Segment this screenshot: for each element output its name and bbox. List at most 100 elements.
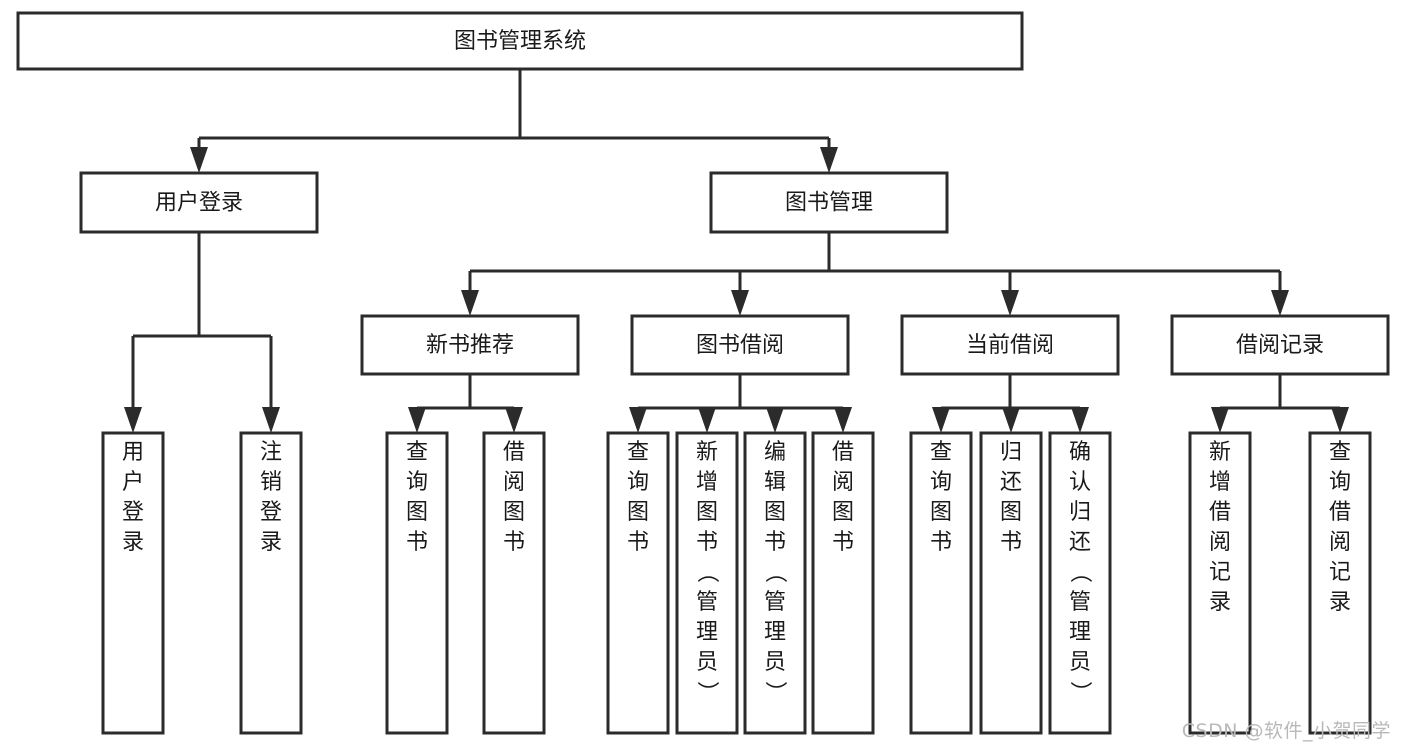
node-label-leaf-cb-confirm-char-6: 理 <box>1069 620 1091 645</box>
node-label-current-borrow: 当前借阅 <box>966 333 1054 358</box>
node-label-leaf-br-query-char-3: 阅 <box>1329 530 1351 555</box>
node-label-leaf-bb-add-char-0: 新 <box>696 440 718 465</box>
node-box-new-book-rec <box>360 314 580 376</box>
node-box-leaf-cb-confirm <box>1048 431 1112 735</box>
node-label-leaf-bb-borrow-char-0: 借 <box>832 440 854 465</box>
node-box-leaf-br-query <box>1308 431 1372 735</box>
node-book-manage[interactable]: 图书管理 <box>709 171 949 234</box>
node-label-leaf-bb-add-char-8: ） <box>694 681 719 703</box>
node-box-current-borrow <box>900 314 1120 376</box>
node-label-new-book-rec: 新书推荐 <box>426 333 514 358</box>
node-label-leaf-bb-borrow-char-3: 书 <box>832 530 854 555</box>
edge-new-book-rec-to-leaf-nb-query <box>408 407 426 433</box>
node-label-leaf-logout-char-2: 登 <box>260 500 282 525</box>
node-label-leaf-bb-edit-char-0: 编 <box>764 440 786 465</box>
node-label-leaf-br-add-char-5: 录 <box>1209 590 1231 615</box>
node-box-user-login <box>79 171 319 234</box>
node-label-leaf-cb-confirm-char-3: 还 <box>1069 530 1091 555</box>
edge-user-login-to-leaf-user-login <box>124 336 142 433</box>
node-label-leaf-bb-edit-char-2: 图 <box>764 500 786 525</box>
node-current-borrow[interactable]: 当前借阅 <box>900 314 1120 376</box>
node-label-leaf-br-query-char-1: 询 <box>1329 470 1351 495</box>
edge-borrow-record-to-leaf-br-add <box>1211 407 1229 433</box>
node-label-leaf-user-login-char-1: 户 <box>122 470 144 495</box>
edge-book-borrow-to-leaf-bb-add <box>698 407 716 433</box>
node-root[interactable]: 图书管理系统 <box>16 11 1024 71</box>
node-label-leaf-bb-edit-char-7: 员 <box>764 650 786 675</box>
connector-bus-user-login <box>133 232 271 338</box>
node-leaf-user-login[interactable]: 用户登录 <box>101 431 165 735</box>
node-book-borrow[interactable]: 图书借阅 <box>630 314 850 376</box>
node-label-leaf-cb-query-char-3: 书 <box>930 530 952 555</box>
connector-bus-current-borrow <box>941 374 1080 410</box>
edge-book-manage-to-current-borrow <box>1001 271 1019 316</box>
node-user-login[interactable]: 用户登录 <box>79 171 319 234</box>
node-label-leaf-nb-query-char-2: 图 <box>406 500 428 525</box>
node-label-leaf-logout-char-3: 录 <box>260 530 282 555</box>
connector-bus-new-book <box>417 374 514 410</box>
node-box-book-borrow <box>630 314 850 376</box>
node-box-leaf-br-add <box>1188 431 1252 735</box>
edge-new-book-rec-to-leaf-nb-borrow <box>505 407 523 433</box>
node-label-leaf-user-login-char-3: 录 <box>122 530 144 555</box>
node-label-leaf-cb-confirm-char-2: 归 <box>1069 500 1091 525</box>
edge-current-borrow-to-leaf-cb-confirm <box>1071 407 1089 433</box>
node-label-leaf-bb-query-char-2: 图 <box>627 500 649 525</box>
node-label-leaf-cb-confirm-char-5: 管 <box>1069 590 1091 615</box>
node-label-leaf-bb-edit-char-4: （ <box>762 561 787 583</box>
connector-bus-book-manage <box>470 232 1280 273</box>
node-label-leaf-cb-confirm-char-1: 认 <box>1069 470 1091 495</box>
node-label-root: 图书管理系统 <box>454 29 586 54</box>
node-label-borrow-record: 借阅记录 <box>1236 333 1324 358</box>
node-label-leaf-user-login-char-0: 用 <box>122 440 144 465</box>
node-label-leaf-cb-query-char-1: 询 <box>930 470 952 495</box>
node-box-borrow-record <box>1170 314 1390 376</box>
node-label-leaf-cb-confirm-char-7: 员 <box>1069 650 1091 675</box>
node-box-leaf-cb-return <box>979 431 1043 735</box>
node-label-leaf-cb-return-char-1: 还 <box>1000 470 1022 495</box>
node-label-leaf-br-add-char-4: 记 <box>1209 560 1231 585</box>
edge-book-manage-to-borrow-record <box>1271 271 1289 316</box>
node-label-leaf-br-query-char-0: 查 <box>1329 440 1351 465</box>
node-label-leaf-cb-return-char-3: 书 <box>1000 530 1022 555</box>
node-label-book-manage: 图书管理 <box>785 191 873 216</box>
node-label-leaf-br-add-char-1: 增 <box>1209 470 1231 495</box>
node-label-leaf-nb-query-char-0: 查 <box>406 440 428 465</box>
edge-current-borrow-to-leaf-cb-return <box>1002 407 1020 433</box>
node-label-leaf-bb-borrow-char-1: 阅 <box>832 470 854 495</box>
node-label-leaf-bb-edit-char-6: 理 <box>764 620 786 645</box>
node-new-book-rec[interactable]: 新书推荐 <box>360 314 580 376</box>
edge-book-borrow-to-leaf-bb-query <box>629 407 647 433</box>
node-box-book-manage <box>709 171 949 234</box>
node-label-leaf-bb-borrow-char-2: 图 <box>832 500 854 525</box>
node-borrow-record[interactable]: 借阅记录 <box>1170 314 1390 376</box>
node-label-leaf-bb-query-char-0: 查 <box>627 440 649 465</box>
edge-user-login-to-leaf-logout <box>262 336 280 433</box>
node-label-leaf-nb-borrow-char-2: 图 <box>503 500 525 525</box>
node-label-leaf-br-query-char-2: 借 <box>1329 500 1351 525</box>
node-label-leaf-nb-query-char-1: 询 <box>406 470 428 495</box>
node-box-leaf-logout <box>239 431 303 735</box>
connector-bus-borrow-record <box>1220 374 1340 410</box>
node-label-leaf-cb-confirm-char-0: 确 <box>1069 440 1091 465</box>
node-box-leaf-user-login <box>101 431 165 735</box>
node-label-leaf-br-add-char-0: 新 <box>1209 440 1231 465</box>
node-box-leaf-bb-borrow <box>811 431 875 735</box>
node-label-leaf-bb-add-char-4: （ <box>694 561 719 583</box>
node-label-leaf-br-query-char-5: 录 <box>1329 590 1351 615</box>
node-label-leaf-cb-query-char-0: 查 <box>930 440 952 465</box>
